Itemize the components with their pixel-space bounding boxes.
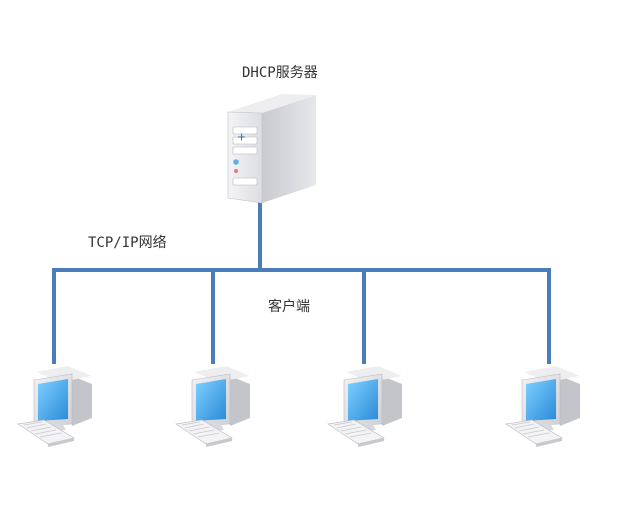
client-computer [327, 365, 403, 448]
client-computer [175, 365, 251, 448]
desktop-computer-icon [327, 365, 403, 448]
server-tower-icon [227, 94, 316, 204]
desktop-computer-icon [17, 365, 93, 448]
desktop-computer-icon [175, 365, 251, 448]
client-computer [17, 365, 93, 448]
network-label: TCP/IP网络 [88, 235, 167, 251]
client-label: 客户端 [268, 299, 310, 315]
desktop-computer-icon [505, 365, 581, 448]
client-computer [505, 365, 581, 448]
server-label: DHCP服务器 [242, 65, 318, 81]
network-bus [52, 200, 551, 364]
